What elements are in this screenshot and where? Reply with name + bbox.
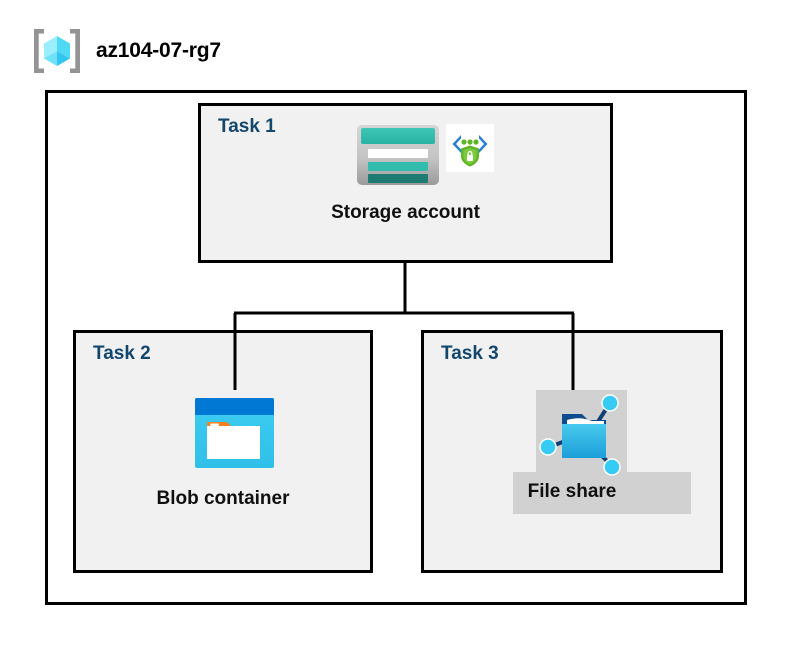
task2-icon-group xyxy=(193,396,276,470)
resource-group-name: az104-07-rg7 xyxy=(96,39,221,62)
task-box-1: Task 1 xyxy=(198,103,613,263)
file-share-caption-highlight xyxy=(513,472,691,514)
task-box-2: Task 2 Blob container xyxy=(73,330,373,573)
node-caption-blob-container: Blob container xyxy=(156,488,290,509)
resource-group-header: az104-07-rg7 xyxy=(30,26,221,76)
task-label-3: Task 3 xyxy=(441,343,499,364)
resource-group-cube-icon xyxy=(34,29,80,73)
node-caption-storage-account: Storage account xyxy=(331,202,480,223)
node-caption-file-share: File share xyxy=(527,481,617,502)
task-box-3: Task 3 xyxy=(421,330,723,573)
blob-container-icon xyxy=(195,398,274,468)
file-share-icon xyxy=(539,394,621,476)
task-label-2: Task 2 xyxy=(93,343,151,364)
secure-endpoint-shield-icon xyxy=(446,124,494,172)
storage-account-icon xyxy=(357,125,439,185)
task-label-1: Task 1 xyxy=(218,116,276,137)
task3-icon-group xyxy=(534,388,629,478)
task1-icon-group xyxy=(356,124,494,186)
